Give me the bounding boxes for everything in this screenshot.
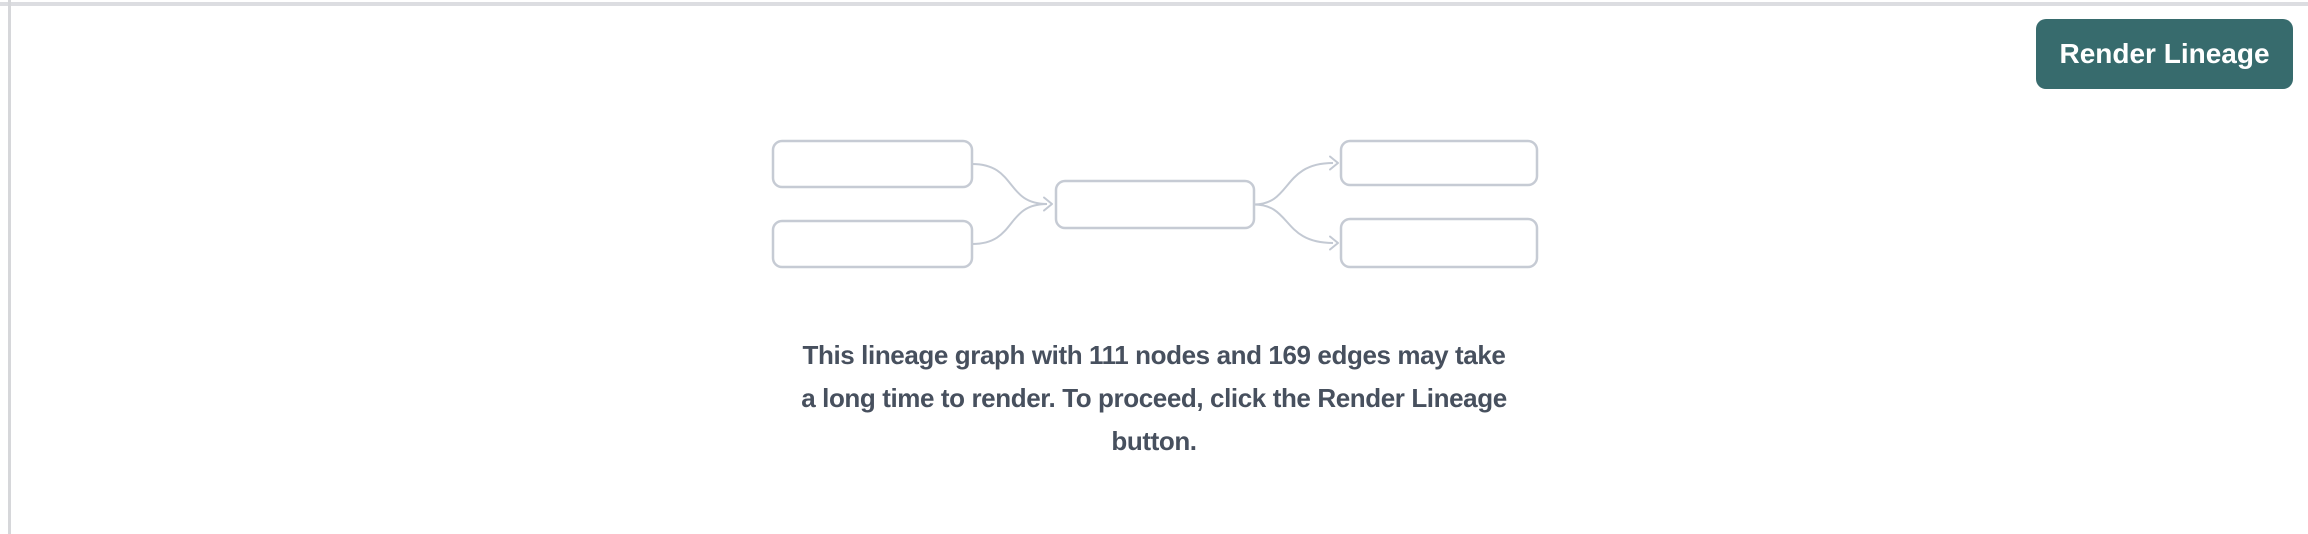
render-warning-message: This lineage graph with 111 nodes and 16… xyxy=(801,334,1507,463)
render-warning-line: button. xyxy=(1111,426,1197,456)
panel-top-border xyxy=(0,2,2308,6)
lineage-placeholder-icon xyxy=(771,139,1538,269)
render-warning-line: a long time to render. To proceed, click… xyxy=(801,383,1507,413)
placeholder-node xyxy=(1339,139,1538,187)
lineage-placeholder-content: This lineage graph with 111 nodes and 16… xyxy=(0,135,2308,463)
placeholder-node xyxy=(771,139,973,189)
render-warning-line: This lineage graph with 111 nodes and 16… xyxy=(802,340,1506,370)
placeholder-edge xyxy=(1253,203,1333,244)
placeholder-arrowhead-icon xyxy=(1328,155,1339,171)
placeholder-arrowhead-icon xyxy=(1042,196,1053,212)
placeholder-edge xyxy=(1253,162,1333,206)
placeholder-node xyxy=(771,219,973,269)
placeholder-node xyxy=(1339,217,1538,269)
panel-left-border xyxy=(8,0,11,534)
placeholder-edge xyxy=(971,163,1047,205)
placeholder-edge xyxy=(971,203,1047,245)
placeholder-node xyxy=(1054,179,1255,230)
placeholder-arrowhead-icon xyxy=(1328,235,1339,251)
render-lineage-button[interactable]: Render Lineage xyxy=(2036,19,2293,89)
